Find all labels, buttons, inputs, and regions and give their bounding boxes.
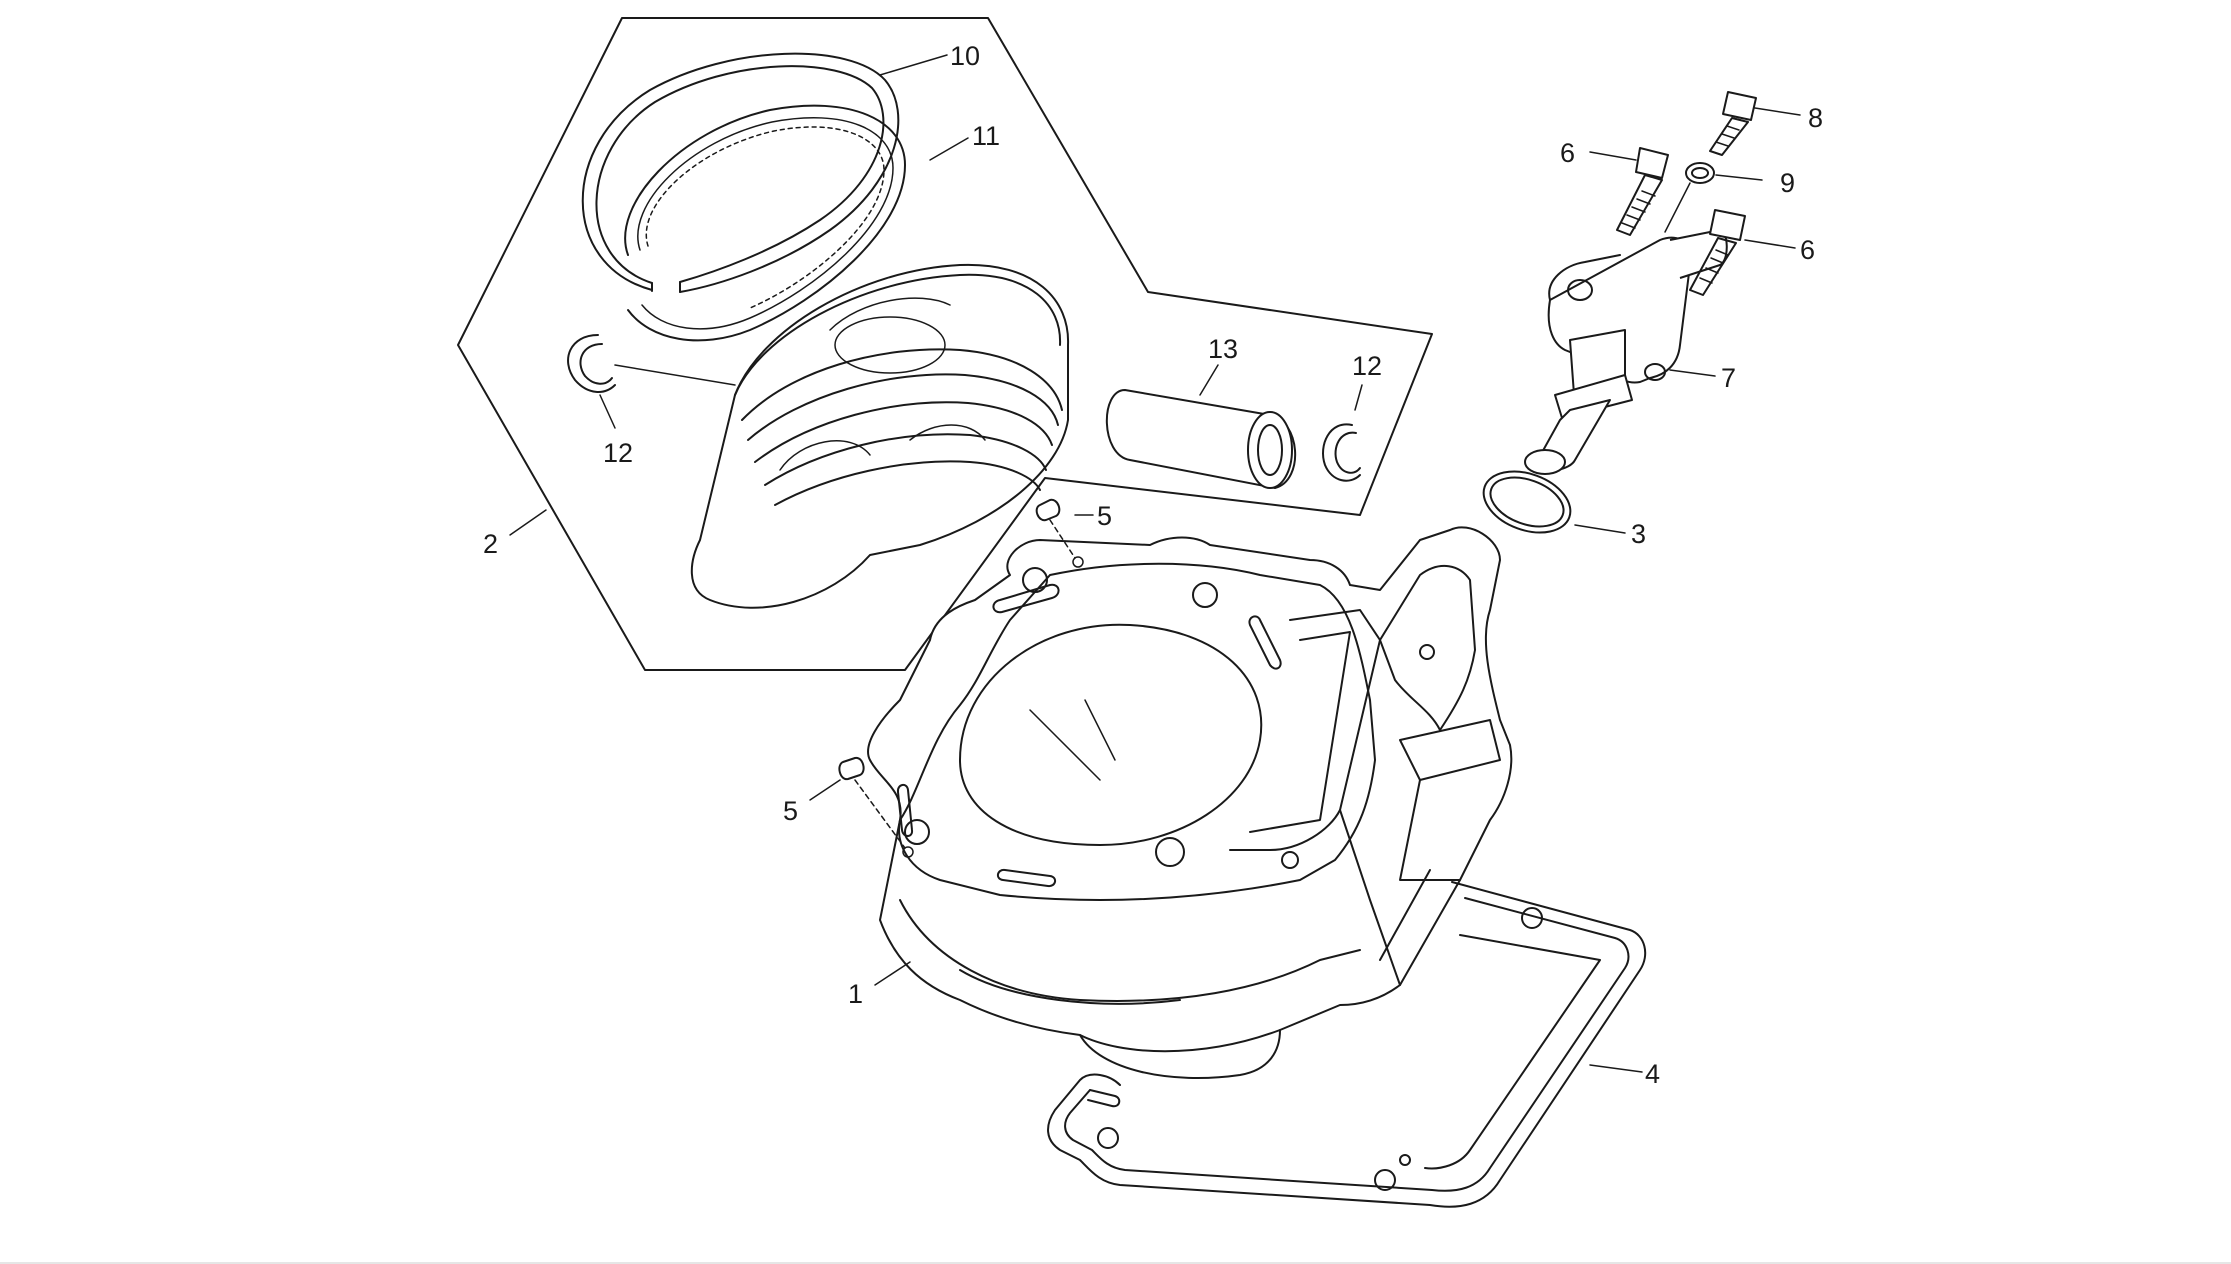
o-ring-3 bbox=[1482, 470, 1572, 534]
base-gasket bbox=[1047, 881, 1647, 1208]
chain-tensioner bbox=[1524, 229, 1728, 475]
cylinder bbox=[867, 526, 1513, 1080]
piston-pin-13 bbox=[1105, 389, 1296, 489]
dowel-5-bottom bbox=[838, 756, 914, 858]
label-4: 4 bbox=[1645, 1059, 1660, 1089]
leader-lines bbox=[509, 54, 1801, 1073]
piston-ring-11 bbox=[624, 104, 906, 342]
circlip-12-right bbox=[1322, 423, 1361, 482]
dowel-5-top bbox=[1035, 498, 1084, 568]
label-5-top: 5 bbox=[1097, 501, 1112, 531]
label-13: 13 bbox=[1208, 334, 1238, 364]
label-8: 8 bbox=[1808, 103, 1823, 133]
label-7: 7 bbox=[1721, 363, 1736, 393]
piston bbox=[690, 263, 1070, 609]
piston-kit-outline bbox=[457, 17, 1433, 671]
label-11: 11 bbox=[972, 121, 1000, 151]
bolt-6-left bbox=[1616, 147, 1669, 236]
bottom-divider bbox=[0, 1262, 2231, 1264]
label-9: 9 bbox=[1780, 168, 1795, 198]
label-2: 2 bbox=[483, 529, 498, 559]
washer-9 bbox=[1664, 162, 1715, 233]
label-12-right: 12 bbox=[1352, 351, 1382, 381]
label-6-right: 6 bbox=[1800, 235, 1815, 265]
label-3: 3 bbox=[1631, 519, 1646, 549]
circlip-12-left bbox=[567, 334, 736, 393]
label-1: 1 bbox=[848, 979, 863, 1009]
bolt-8 bbox=[1709, 91, 1757, 156]
piston-ring-10 bbox=[581, 52, 900, 293]
label-10: 10 bbox=[950, 41, 980, 71]
callout-labels: 10 11 12 13 12 2 5 5 1 3 4 7 6 6 9 8 bbox=[483, 41, 1823, 1089]
label-6-left: 6 bbox=[1560, 138, 1575, 168]
label-12-left: 12 bbox=[603, 438, 633, 468]
label-5-bottom: 5 bbox=[783, 796, 798, 826]
bolt-6-right bbox=[1689, 209, 1746, 296]
